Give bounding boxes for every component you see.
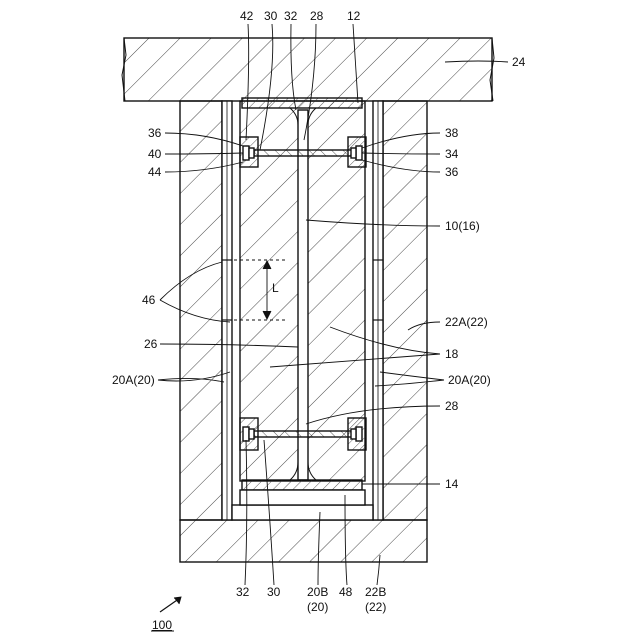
slab-24 [124,38,492,101]
label-12: 12 [347,9,361,23]
label-36-left: 36 [148,126,162,140]
label-20B-sub: (20) [307,600,328,614]
label-30-top: 30 [264,9,278,23]
label-38: 38 [445,126,459,140]
label-22A: 22A(22) [445,315,488,329]
outer-base-22B [180,520,427,562]
top-flange-12 [242,98,362,108]
label-20A-right: 20A(20) [448,373,491,387]
label-42: 42 [240,9,254,23]
label-46: 46 [142,293,156,307]
label-28-top: 28 [310,9,324,23]
label-26: 26 [144,337,158,351]
h-beam-web [298,110,308,480]
label-44: 44 [148,165,162,179]
label-32-top: 32 [284,9,298,23]
label-30-bottom: 30 [267,585,281,599]
label-40: 40 [148,147,162,161]
label-48: 48 [339,585,353,599]
outer-column-right-22A [383,101,427,520]
label-34: 34 [445,147,459,161]
label-14: 14 [445,477,459,491]
label-36-right: 36 [445,165,459,179]
label-18: 18 [445,347,459,361]
label-20A-left: 20A(20) [112,373,155,387]
label-32-bottom: 32 [236,585,250,599]
inner-base-20B [232,505,373,520]
label-24: 24 [512,55,526,69]
label-100: 100 [152,618,172,632]
bottom-flange-14 [242,480,362,490]
label-L: L [272,281,279,295]
label-22B-sub: (22) [365,600,386,614]
label-28-bottom: 28 [445,399,459,413]
label-22B: 22B [365,585,386,599]
outer-column-left-22A [180,101,222,520]
label-10-16: 10(16) [445,219,480,233]
base-plate-48 [240,490,365,505]
label-20B: 20B [307,585,328,599]
